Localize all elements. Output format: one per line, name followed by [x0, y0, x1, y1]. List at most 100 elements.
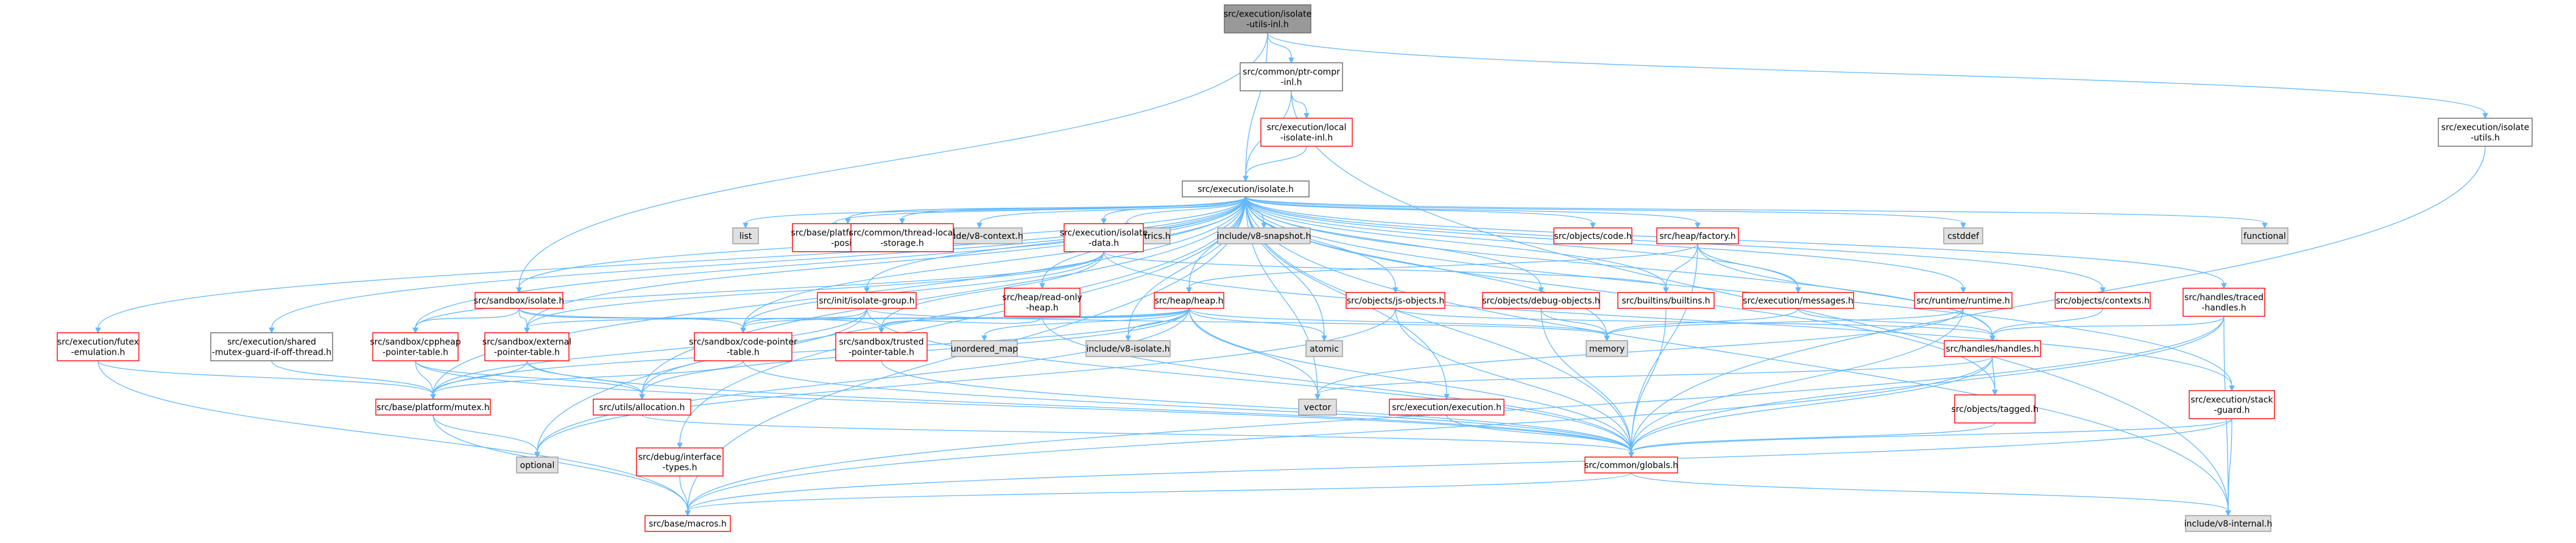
node-box [1298, 399, 1337, 416]
node-sharedmutex[interactable]: src/execution/shared-mutex-guard-if-off-… [210, 332, 333, 361]
node-tracedhandles[interactable]: src/handles/traced-handles.h [2183, 288, 2265, 317]
node-v8isolate[interactable]: include/v8-isolate.h [1085, 340, 1171, 357]
node-sandboxiso[interactable]: src/sandbox/isolate.h [474, 292, 564, 309]
arrowhead [639, 394, 645, 400]
node-futex[interactable]: src/execution/futex-emulation.h [57, 332, 139, 361]
node-stackguard[interactable]: src/execution/stack-guard.h [2189, 390, 2275, 419]
node-trustedptr[interactable]: src/sandbox/trusted-pointer-table.h [835, 332, 928, 361]
node-box [516, 456, 559, 474]
edge-line [881, 316, 1043, 328]
node-label: -guard.h [2214, 406, 2250, 416]
node-jsobjects[interactable]: src/objects/js-objects.h [1346, 292, 1445, 309]
node-box [1389, 399, 1505, 416]
node-mutex[interactable]: src/base/platform/mutex.h [375, 399, 491, 416]
node-box [1944, 340, 2041, 357]
arrowhead [878, 327, 884, 334]
node-isogroup[interactable]: src/init/isolate-group.h [817, 292, 917, 309]
node-execution[interactable]: src/execution/execution.h [1389, 399, 1505, 416]
edge-line [537, 308, 1396, 453]
node-box [475, 292, 563, 309]
node-box [593, 399, 691, 416]
node-label: src/sandbox/cppheap [370, 338, 461, 347]
arrowhead [899, 218, 905, 225]
node-atomic[interactable]: atomic [1305, 340, 1343, 357]
edge-line [1245, 196, 1632, 453]
arrowhead [1243, 176, 1249, 182]
edge-line [97, 196, 1246, 328]
node-codeptr[interactable]: src/sandbox/code-pointer-table.h [689, 332, 797, 361]
edge-line [1606, 308, 1799, 336]
node-isolate[interactable]: src/execution/isolate.h [1182, 180, 1310, 197]
node-readonlyheap[interactable]: src/heap/read-only-heap.h [1002, 288, 1082, 317]
node-label: -emulation.h [71, 348, 125, 358]
edge-isolate-to-contexts [1245, 196, 2106, 294]
node-isodata[interactable]: src/execution/isolate-data.h [1060, 223, 1148, 252]
node-label: -utils-inl.h [1246, 20, 1289, 30]
node-builtins[interactable]: src/builtins/builtins.h [1617, 292, 1715, 309]
edge-line [415, 360, 434, 395]
node-list[interactable]: list [732, 227, 759, 244]
edge-line [1631, 472, 2229, 511]
node-box [636, 447, 724, 477]
node-label: src/execution/isolate.h [1198, 185, 1294, 194]
node-isoutils[interactable]: src/execution/isolate-utils.h [2438, 118, 2533, 147]
node-label: src/builtins/builtins.h [1621, 296, 1710, 306]
node-memory[interactable]: memory [1586, 340, 1628, 357]
node-box [57, 332, 139, 361]
edge-isolate-to-v8context [976, 196, 1246, 229]
node-tagged[interactable]: src/objects/tagged.h [1952, 394, 2039, 424]
node-cppheap[interactable]: src/sandbox/cppheap-pointer-table.h [370, 332, 461, 361]
node-cstddef[interactable]: cstddef [1943, 227, 1983, 244]
edge-line [1245, 196, 2229, 511]
edge-codeptr-to-mutex [430, 360, 744, 400]
node-label: src/common/ptr-compr [1243, 68, 1340, 77]
node-messages[interactable]: src/execution/messages.h [1742, 292, 1854, 309]
node-v8snapshot[interactable]: include/v8-snapshot.h [1217, 227, 1311, 244]
node-box [1085, 340, 1171, 357]
node-externalptr[interactable]: src/sandbox/external-pointer-table.h [482, 332, 571, 361]
arrowhead [864, 287, 870, 294]
edge-runtime-to-memory [1604, 308, 1964, 342]
node-vector[interactable]: vector [1298, 399, 1337, 416]
node-contexts[interactable]: src/objects/contexts.h [2055, 292, 2151, 309]
node-box [1260, 118, 1353, 147]
node-globals[interactable]: src/common/globals.h [1584, 456, 1678, 474]
node-root[interactable]: src/execution/isolate-utils-inl.h [1224, 4, 1311, 34]
node-functional[interactable]: functional [2241, 227, 2288, 244]
arrowhead [2100, 287, 2106, 294]
node-threadlocal[interactable]: src/common/thread-local-storage.h [849, 223, 955, 252]
node-label: src/objects/code.h [1554, 232, 1631, 241]
node-macros[interactable]: src/base/macros.h [644, 515, 731, 532]
node-box [2185, 515, 2271, 532]
edge-futex-to-macros [97, 360, 691, 517]
node-allocation[interactable]: src/utils/allocation.h [593, 399, 691, 416]
arrowhead [976, 222, 983, 229]
node-heap[interactable]: src/heap/heap.h [1154, 292, 1224, 309]
edge-line [1245, 196, 2265, 224]
node-debugobjects[interactable]: src/objects/debug-objects.h [1482, 292, 1600, 309]
node-box [694, 332, 792, 361]
node-runtime[interactable]: src/runtime/runtime.h [1914, 292, 2013, 309]
edge-isolate-to-debugobjects [1245, 196, 1544, 294]
edge-line [1697, 243, 1799, 288]
node-box [1586, 340, 1628, 357]
node-label: -types.h [663, 463, 697, 473]
node-box [732, 227, 759, 244]
edge-heap-to-optional [534, 308, 1190, 458]
node-localiso[interactable]: src/execution/local-isolate-inl.h [1260, 118, 1353, 147]
arrowhead [1321, 335, 1327, 342]
node-label: src/objects/js-objects.h [1347, 296, 1445, 306]
node-optional[interactable]: optional [516, 456, 559, 474]
edge-handles-to-vector [1314, 356, 1993, 400]
node-label: -handles.h [2201, 303, 2246, 313]
node-ifacetypes[interactable]: src/debug/interface-types.h [636, 447, 724, 477]
node-ptrcompr[interactable]: src/common/ptr-compr-inl.h [1240, 62, 1343, 91]
node-unorderedmap[interactable]: unordered_map [951, 340, 1018, 357]
node-v8internal[interactable]: include/v8-internal.h [2184, 515, 2273, 532]
edge-line [1103, 251, 1667, 288]
edge-isolate-to-threadlocal [899, 196, 1246, 225]
node-heapfactory[interactable]: src/heap/factory.h [1656, 227, 1739, 244]
node-handles[interactable]: src/handles/handles.h [1944, 340, 2041, 357]
node-objcode[interactable]: src/objects/code.h [1553, 227, 1632, 244]
arrowhead [677, 442, 683, 449]
